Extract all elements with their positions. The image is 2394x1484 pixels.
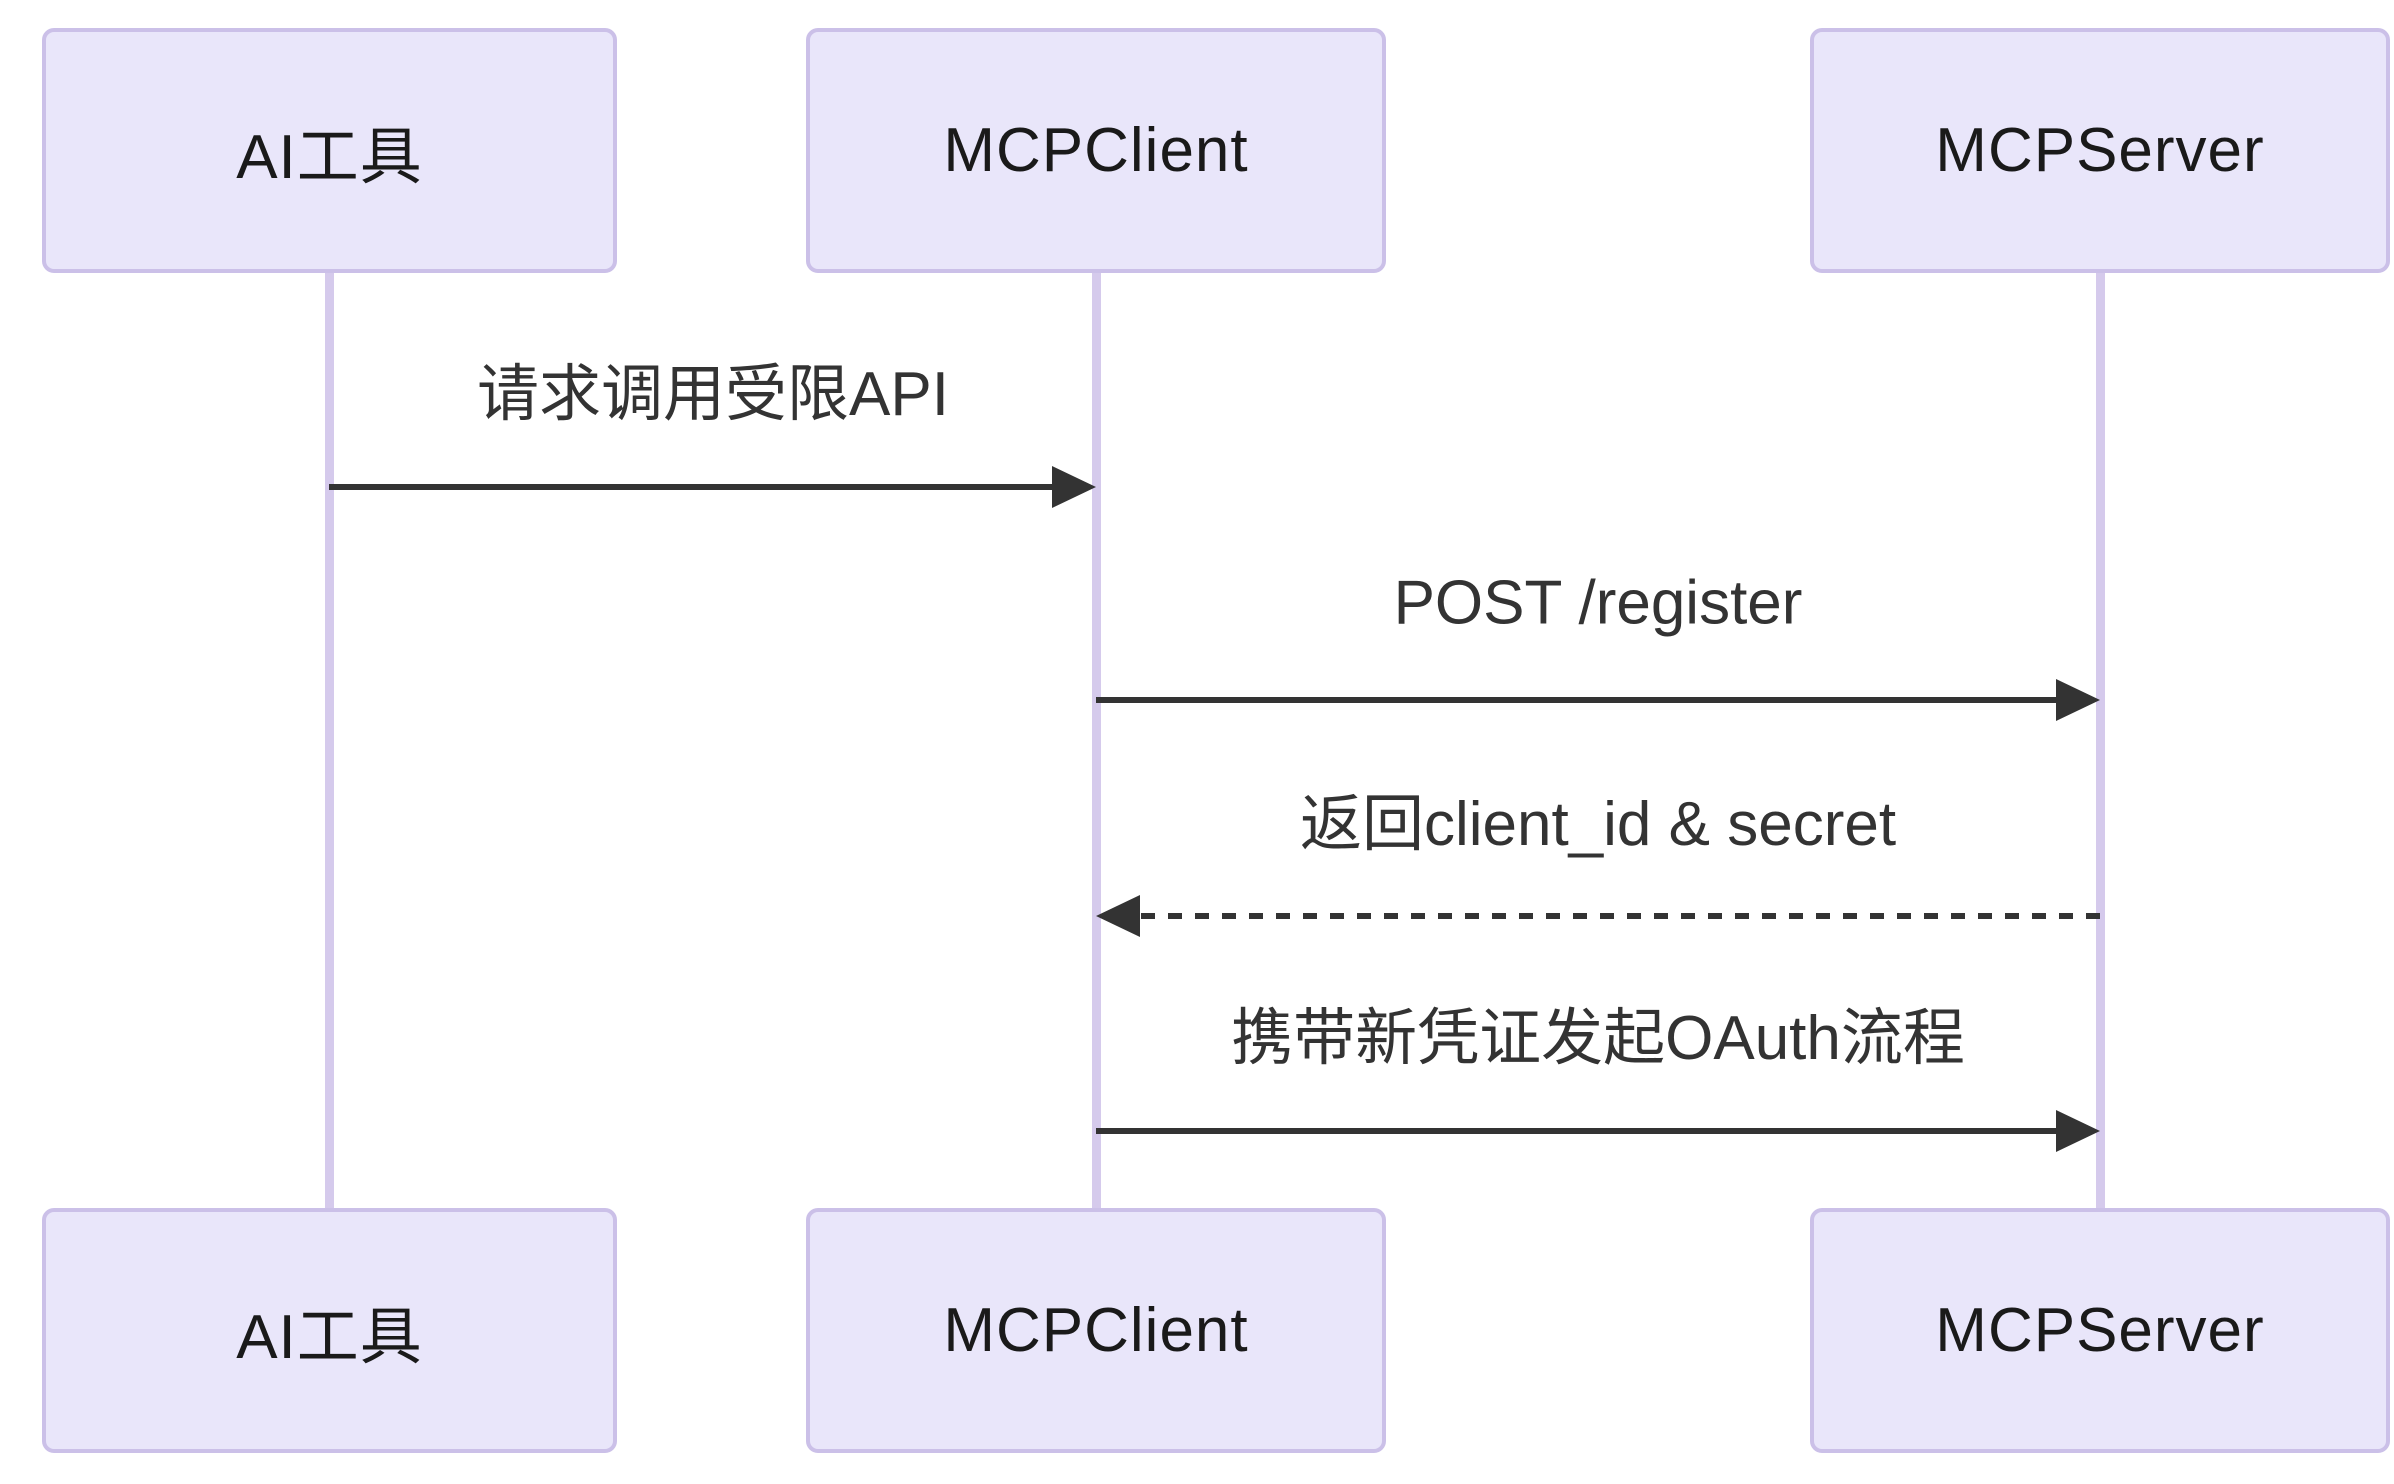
actor-label-mcp-client: MCPClient — [943, 1296, 1249, 1365]
actor-label-ai-tool: AI工具 — [236, 122, 423, 192]
message-label-3: 返回client_id & secret — [1299, 790, 1897, 859]
actor-label-ai-tool: AI工具 — [236, 1302, 423, 1372]
actor-label-mcp-server: MCPServer — [1935, 116, 2265, 185]
arrowhead-right-icon — [1052, 466, 1096, 508]
arrowhead-left-icon — [1096, 895, 1140, 937]
message-label-4: 携带新凭证发起OAuth流程 — [1231, 1004, 1965, 1073]
lifeline-ai-tool — [325, 270, 334, 1212]
actor-box-bottom-mcp-client: MCPClient — [806, 1208, 1386, 1453]
arrowhead-right-icon — [2056, 679, 2100, 721]
message-label-1: 请求调用受限API — [477, 360, 949, 429]
message-arrow-3 — [1096, 895, 2100, 937]
message-arrow-1 — [329, 466, 1096, 508]
arrowhead-right-icon — [2056, 1110, 2100, 1152]
actor-box-bottom-ai-tool: AI工具 — [42, 1208, 617, 1453]
message-label-2: POST /register — [1393, 568, 1803, 638]
lifeline-mcp-client — [1092, 270, 1101, 1212]
actor-box-bottom-mcp-server: MCPServer — [1810, 1208, 2390, 1453]
actor-label-mcp-client: MCPClient — [943, 116, 1249, 185]
actor-label-mcp-server: MCPServer — [1935, 1296, 2265, 1365]
message-arrow-2 — [1096, 679, 2100, 721]
actor-box-top-ai-tool: AI工具 — [42, 28, 617, 273]
actor-box-top-mcp-client: MCPClient — [806, 28, 1386, 273]
lifeline-mcp-server — [2096, 270, 2105, 1212]
message-arrow-4 — [1096, 1110, 2100, 1152]
actor-box-top-mcp-server: MCPServer — [1810, 28, 2390, 273]
